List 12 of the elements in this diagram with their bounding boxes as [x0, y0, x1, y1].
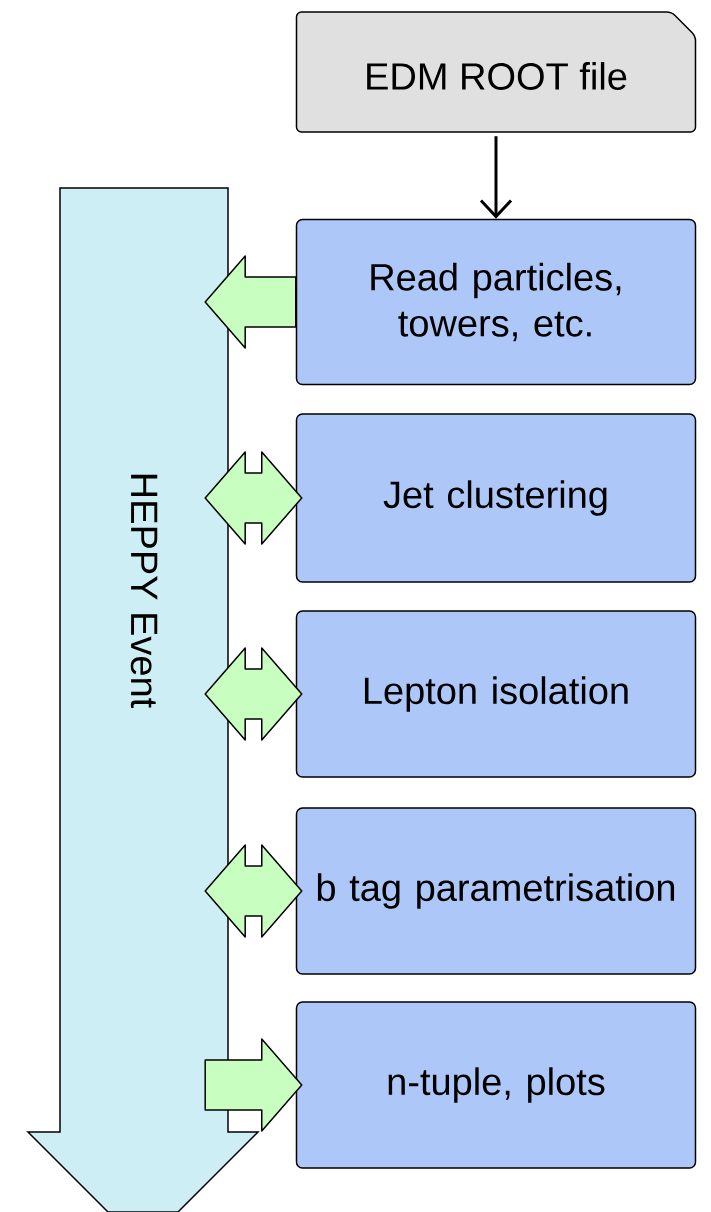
process-box: Read particles, towers, etc.: [295, 218, 697, 386]
process-box: Lepton isolation: [295, 610, 697, 778]
block-arrow: [204, 451, 303, 545]
block-arrow: [204, 255, 297, 349]
process-box: n-tuple, plots: [295, 1001, 697, 1169]
process-box: b tag parametrisation: [295, 807, 697, 975]
block-arrow: [204, 647, 303, 741]
process-box: Jet clustering: [295, 413, 697, 583]
block-arrow: [204, 844, 303, 938]
arrow: [479, 136, 513, 219]
file-document: EDM ROOT file: [295, 11, 697, 133]
block-arrow: [204, 1038, 303, 1132]
